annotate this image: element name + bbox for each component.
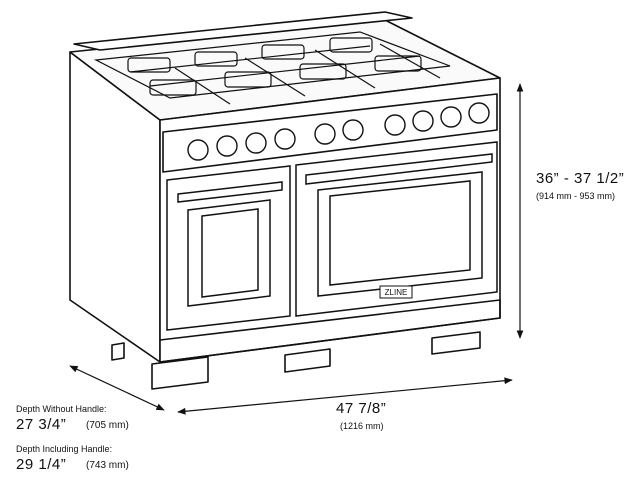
right-door-handle: [305, 153, 493, 185]
knob-icon: [314, 123, 336, 145]
right-oven-door: [295, 141, 498, 317]
depth-including-handle-label: Depth Including Handle:: [16, 444, 113, 454]
knob-icon: [384, 114, 406, 136]
knob-icon: [274, 128, 296, 150]
zline-logo: ZLINE: [385, 288, 408, 297]
depth-dimension-line: [69, 365, 165, 411]
depth-without-handle-imperial: 27 3/4”: [16, 416, 67, 433]
depth-without-handle-metric: (705 mm): [86, 420, 129, 431]
width-metric-label: (1216 mm): [340, 421, 384, 431]
knob-icon: [245, 132, 267, 154]
zline-logo-badge: [379, 285, 413, 299]
height-imperial-label: 36” - 37 1/2”: [536, 170, 625, 187]
depth-including-handle-metric: (743 mm): [86, 460, 129, 471]
height-metric-label: (914 mm - 953 mm): [536, 191, 616, 201]
depth-including-handle-imperial: 29 1/4”: [16, 456, 67, 473]
knob-icon: [187, 139, 209, 161]
cooktop-grates: [93, 31, 451, 105]
knob-icon: [342, 119, 364, 141]
knob-icon: [216, 135, 238, 157]
dimension-lines: [69, 83, 524, 415]
width-imperial-label: 47 7/8”: [336, 400, 387, 417]
knob-icon: [412, 110, 434, 132]
left-oven-door: [166, 165, 291, 331]
knob-icon: [468, 102, 490, 124]
knob-row: [187, 102, 490, 161]
width-dimension-line: [177, 377, 513, 415]
depth-without-handle-label: Depth Without Handle:: [16, 404, 107, 414]
knob-icon: [440, 106, 462, 128]
left-door-handle: [177, 181, 283, 203]
